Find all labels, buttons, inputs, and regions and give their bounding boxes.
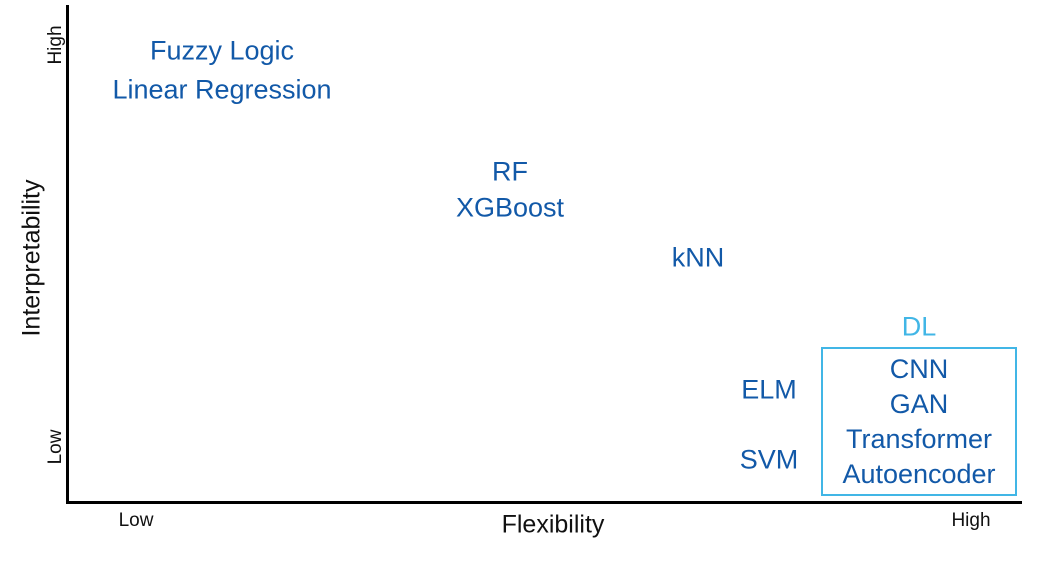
y-axis-line xyxy=(66,5,69,504)
dl-group-box: CNN GAN Transformer Autoencoder xyxy=(821,347,1017,496)
method-label-fuzzy-logic: Fuzzy Logic xyxy=(149,35,295,66)
x-axis-tick-high: High xyxy=(951,510,991,531)
method-label-svm: SVM xyxy=(739,444,799,475)
method-label-knn: kNN xyxy=(671,242,725,273)
x-axis-line xyxy=(66,501,1022,504)
method-label-rf: RF xyxy=(492,156,528,187)
method-label-xgboost: XGBoost xyxy=(455,192,565,223)
x-axis-title: Flexibility xyxy=(501,510,605,539)
y-axis-tick-high: High xyxy=(45,25,66,65)
dl-group-item-transformer: Transformer xyxy=(845,423,993,454)
dl-group-item-list: CNN GAN Transformer Autoencoder xyxy=(823,352,1015,492)
y-axis-title: Interpretability xyxy=(17,179,46,337)
x-axis-tick-low: Low xyxy=(118,510,154,531)
y-axis-tick-low: Low xyxy=(45,429,66,465)
method-label-elm: ELM xyxy=(741,374,797,405)
method-label-dl: DL xyxy=(901,311,937,342)
method-label-linear-regression: Linear Regression xyxy=(112,74,332,105)
dl-group-item-gan: GAN xyxy=(889,388,949,419)
dl-group-item-cnn: CNN xyxy=(889,353,949,384)
dl-group-item-autoencoder: Autoencoder xyxy=(842,458,996,489)
